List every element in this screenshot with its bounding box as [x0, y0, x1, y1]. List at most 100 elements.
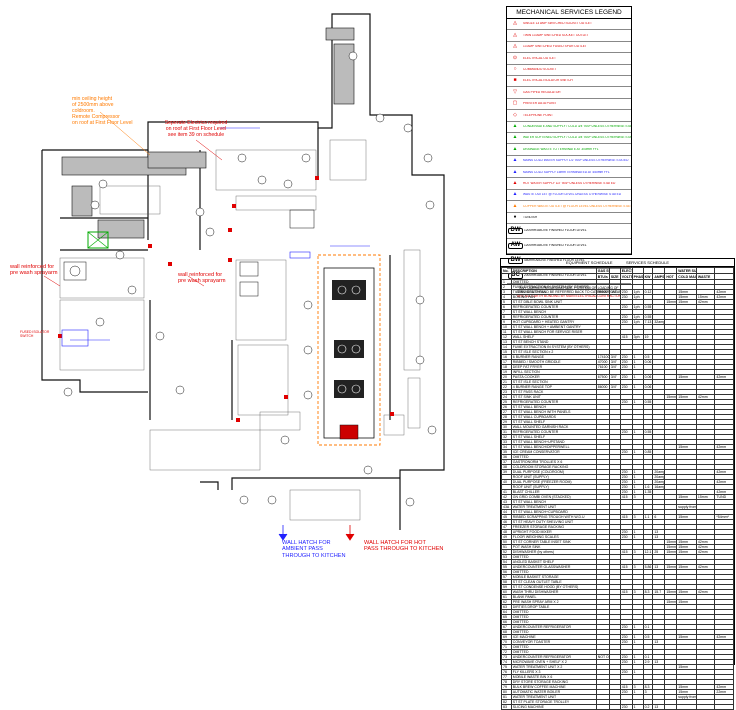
legend-text: TUNDISH: [523, 216, 538, 220]
legend-text: PRINTER DATA POINT: [523, 102, 557, 106]
schedule-cell: [714, 704, 734, 710]
legend-symbol-icon: ▲: [512, 122, 518, 129]
legend-text: ELECTRICAL ISOLATOR SWITCH: [523, 79, 573, 83]
schedule-cell: 15mm: [664, 394, 678, 400]
fused-isolator-note: FUSED ISOLATOR SWITCH: [20, 330, 50, 338]
schedule-cell: 15mm: [664, 299, 678, 305]
legend-symbol-icon: ▲: [512, 191, 518, 198]
legend-row: ●TUNDISH: [507, 213, 631, 225]
kitchen-floor-plan: [41, 13, 445, 541]
schedule-cell: 15mm: [664, 549, 678, 555]
legend-symbol-icon: ◬: [513, 31, 517, 38]
legend-text: MAINS COLD SUPPLY 15mm TERMINATED AT 450…: [523, 170, 610, 174]
legend-text: CONDENSATE AND SUPPLY / COLD 3/4" BSP UN…: [523, 124, 631, 128]
schedule-cell: 15mm: [664, 564, 678, 570]
schedule-cell: RIBBED SCRAPPING TROUGH WITH W.D.U: [510, 514, 597, 520]
schedule-cell: 0.2: [642, 704, 654, 710]
legend-row: ▲HOT WATER SUPPLY 1/2" BSP UNLESS OTHERW…: [507, 178, 631, 190]
legend-text: 13 AMP SWITCHED FUSED SPUR OUTLET: [523, 45, 587, 49]
equipment-schedule: EQUIPMENT SCHEDULE SERVICES SCHEDULE No.…: [500, 258, 735, 710]
legend-symbol-icon: ▲: [512, 168, 518, 175]
schedule-cell: 15mm: [664, 599, 678, 605]
schedule-cell: FUME EXTRACTION IN SYSTEM (BY OTHERS): [510, 344, 597, 350]
legend-symbol-icon: ⊙: [512, 54, 518, 61]
schedule-cell: 86000: [595, 384, 610, 390]
legend-symbol-icon: ○: [513, 66, 517, 72]
wall-reinforced-mid-note: wall reinforced for pre wash sprayarm: [178, 272, 226, 285]
schedule-cell: supply from item 61: [676, 504, 697, 510]
schedule-cell: 15mm: [664, 544, 678, 550]
legend-symbol-icon: ■: [513, 77, 517, 84]
legend-symbol-icon: ▢: [512, 100, 518, 107]
schedule-cell: 174100: [595, 354, 610, 360]
legend-symbol-icon: ◬: [513, 20, 517, 27]
legend-symbol-icon: ◬: [513, 43, 517, 50]
mechanical-services-legend: MECHANICAL SERVICES LEGEND ◬ SINGLE 13 AM…: [506, 6, 632, 298]
legend-row: ▲ WATER SOFTENED SUPPLY / COLD 3/4" BSP U…: [507, 133, 631, 145]
schedule-cell: 96000: [595, 289, 610, 295]
hatch-ambient-note: WALL HATCH FOR AMBIENT PASS THROUGH TO K…: [282, 540, 346, 559]
legend-row: ▲COPPER WASTE OUTLET @ FLOOR LEVEL UNLES…: [507, 201, 631, 213]
schedule-cell: 76100: [595, 364, 610, 370]
legend-row: ▽GAS PIPED REGULATOR: [507, 87, 631, 99]
legend-symbol-icon: ▲: [512, 134, 518, 141]
schedule-cell: [595, 704, 610, 710]
legend-title: MECHANICAL SERVICES LEGEND: [507, 7, 631, 19]
hatch-hot-note: WALL HATCH FOR HOT PASS THROUGH TO KITCH…: [364, 540, 444, 553]
legend-text: WASTE OUTLET @ FLOOR LEVEL UNLESS OTHERW…: [523, 193, 622, 197]
schedule-cell: 20amp: [652, 469, 666, 475]
legend-text: MAINS COLD WATER SUPPLY 1/2" BSP UNLESS …: [523, 159, 629, 163]
schedule-title: EQUIPMENT SCHEDULE SERVICES SCHEDULE: [501, 259, 734, 267]
schedule-cell: [695, 704, 716, 710]
legend-level-text: 450mm ABOVE FINISHED FLOOR LEVEL: [524, 259, 585, 263]
legend-row: ○COMMANDO SOCKET: [507, 65, 631, 76]
schedule-cell: 13: [652, 704, 666, 710]
separate-electrics-note: Seperate Electrics required on roof at F…: [164, 120, 228, 138]
legend-row: ▲ MAINS COLD WATER SUPPLY 1/2" BSP UNLESS…: [507, 156, 631, 168]
legend-row: ▢ PRINTER DATA POINT: [507, 99, 631, 111]
schedule-cell: 15mm: [664, 539, 678, 545]
schedule-cell: 47000: [595, 359, 610, 365]
schedule-cell: 67500: [595, 374, 610, 380]
legend-row: ◬ SINGLE 13 AMP SWITCHED SOCKET OUTLET: [507, 19, 631, 31]
schedule-cell: SLICING MACHINE: [510, 704, 597, 710]
legend-level-text: 1200mm ABOVE FINISHED FLOOR LEVEL: [524, 244, 587, 248]
legend-symbol-icon: ▲: [512, 157, 518, 164]
legend-text: ELECTRICAL OUTLET: [523, 56, 557, 60]
legend-level-code: DW: [508, 228, 523, 234]
schedule-cell: 20amp: [652, 474, 666, 480]
legend-text: SINGLE 13 AMP SWITCHED SOCKET OUTLET: [523, 22, 592, 26]
legend-text: DRAINAGE WASTE TO TERMINATE AT 300mm FFL: [523, 147, 599, 151]
schedule-cell: 20amp: [652, 479, 666, 485]
legend-text: TWIN 13 AMP SWITCHED SOCKET OUTLET: [523, 33, 589, 37]
schedule-cell: [676, 704, 697, 710]
wall-reinforced-left-note: wall reinforced for pre wash sprayarm: [10, 264, 58, 277]
schedule-cell: 32amp: [652, 319, 666, 325]
schedule-cell: 15mm: [664, 589, 678, 595]
legend-text: WATER SOFTENED SUPPLY / COLD 3/4" BSP UN…: [523, 136, 631, 140]
legend-symbol-icon: ◇: [513, 111, 517, 118]
schedule-cell: [664, 704, 678, 710]
legend-row: ◬ 13 AMP SWITCHED FUSED SPUR OUTLET: [507, 42, 631, 54]
legend-row: ▲ MAINS COLD SUPPLY 15mm TERMINATED AT 45…: [507, 167, 631, 179]
services-schedule-title: SERVICES SCHEDULE: [625, 260, 669, 265]
